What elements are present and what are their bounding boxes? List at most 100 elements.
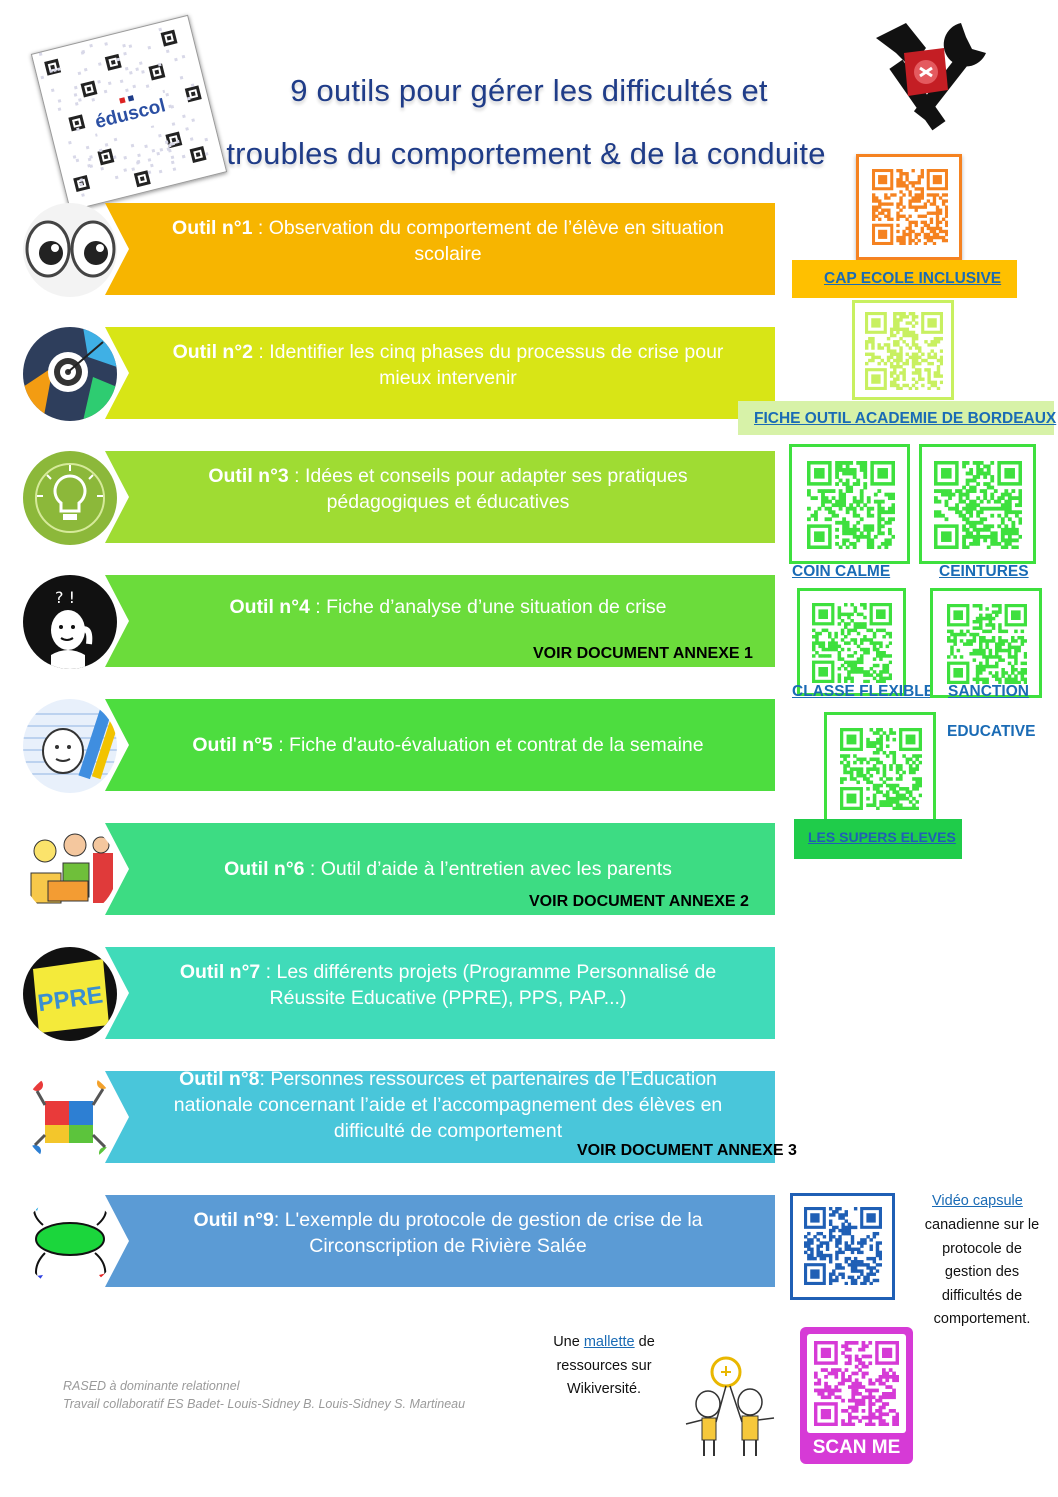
ceintures-qr-frame[interactable]: [919, 444, 1036, 564]
title-line-2: troubles du comportement & de la conduit…: [226, 136, 826, 171]
video-description-line-2: protocole de: [942, 1240, 1022, 1257]
tool-band-2: Outil n°2 : Identifier les cinq phases d…: [105, 327, 775, 419]
tool-band-5: Outil n°5 : Fiche d'auto-évaluation et c…: [105, 699, 775, 791]
puzzle-people-icon: [23, 1071, 117, 1165]
page-title-line-2: troubles du comportement & de la conduit…: [0, 136, 1055, 172]
tool-description-2: : Identifier les cinq phases du processu…: [252, 341, 724, 389]
ceintures-qr-code[interactable]: [934, 461, 1022, 549]
scan-me-label: SCAN ME: [812, 1437, 901, 1458]
children-lightbulb-icon: [685, 1356, 775, 1456]
tool-description-8: : Personnes ressources et partenaires de…: [173, 1068, 723, 1142]
tool-text-6: Outil n°6 : Outil d’aide à l’entretien a…: [224, 856, 672, 882]
tools-icon: [876, 23, 986, 131]
tool-band-4: Outil n°4 : Fiche d’analyse d’une situat…: [105, 575, 775, 667]
cap-ecole-qr-code[interactable]: [872, 169, 948, 245]
annex-3-link[interactable]: VOIR DOCUMENT ANNEXE 3: [577, 1142, 797, 1159]
supers-eleves-qr-frame[interactable]: [824, 712, 936, 824]
tool-band-1: Outil n°1 : Observation du comportement …: [105, 203, 775, 295]
bordeaux-link[interactable]: FICHE OUTIL ACADEMIE DE BORDEAUX: [754, 410, 1057, 427]
tool-description-5: : Fiche d'auto-évaluation et contrat de …: [272, 734, 704, 756]
tool-band-7: Outil n°7 : Les différents projets (Prog…: [105, 947, 775, 1039]
scan-me-qr-code[interactable]: [814, 1341, 899, 1426]
tool-text-9: Outil n°9: L'exemple du protocole de ges…: [149, 1207, 747, 1259]
tool-text-1: Outil n°1 : Observation du comportement …: [149, 215, 747, 267]
tool-description-3: : Idées et conseils pour adapter ses pra…: [288, 465, 688, 513]
video-description-line-4: difficultés de: [941, 1287, 1023, 1304]
tool-description-1: : Observation du comportement de l’élève…: [252, 217, 724, 265]
footer-line-2: Travail collaboratif ES Badet- Louis-Sid…: [63, 1397, 466, 1411]
ceintures-link[interactable]: CEINTURES: [939, 563, 1029, 580]
tool-description-4: : Fiche d’analyse d’une situation de cri…: [309, 596, 667, 618]
sanction-qr-frame[interactable]: [930, 588, 1042, 698]
page-title: 9 outils pour gérer les difficultés et: [0, 73, 1058, 109]
annex-1-link[interactable]: VOIR DOCUMENT ANNEXE 1: [533, 645, 753, 662]
tool-text-7: Outil n°7 : Les différents projets (Prog…: [149, 959, 747, 1011]
footer-credits: RASED à dominante relationnel Travail co…: [63, 1377, 465, 1413]
tool-band-6: Outil n°6 : Outil d’aide à l’entretien a…: [105, 823, 775, 915]
family-icon: [23, 823, 117, 917]
tool-text-8: Outil n°8: Personnes ressources et parte…: [149, 1068, 747, 1144]
tool-band-9: Outil n°9: L'exemple du protocole de ges…: [105, 1195, 775, 1287]
tool-label-4: Outil n°4: [229, 596, 310, 618]
eduscol-qr-pattern: [38, 27, 209, 197]
video-capsule-link[interactable]: Vidéo capsule: [932, 1193, 1023, 1209]
tool-text-4: Outil n°4 : Fiche d’analyse d’une situat…: [229, 594, 666, 620]
supers-eleves-link[interactable]: LES SUPERS ELEVES: [808, 829, 956, 845]
tool-description-9: : L'exemple du protocole de gestion de c…: [273, 1209, 703, 1257]
mallette-before: Une: [553, 1334, 584, 1350]
mallette-text: Une mallette de ressources sur Wikiversi…: [534, 1331, 674, 1402]
thinking-person-icon: ? !: [23, 575, 117, 669]
video-description-line-3: gestion des: [944, 1264, 1020, 1280]
video-qr-frame[interactable]: [790, 1193, 895, 1300]
cap-ecole-label-box: [792, 260, 1017, 298]
tool-text-2: Outil n°2 : Identifier les cinq phases d…: [149, 339, 747, 391]
eyes-icon: [23, 203, 117, 297]
mallette-line-2: ressources sur: [556, 1357, 652, 1374]
video-qr-code[interactable]: [804, 1207, 882, 1285]
supers-eleves-label-box: [794, 819, 962, 859]
annex-2-link[interactable]: VOIR DOCUMENT ANNEXE 2: [529, 893, 749, 910]
flow-diagram-icon: [23, 1195, 117, 1289]
video-description: canadienne sur le protocole de gestion des…: [912, 1214, 1052, 1332]
title-line-1: 9 outils pour gérer les difficultés et: [290, 73, 768, 108]
sanction-qr-code[interactable]: [947, 604, 1027, 684]
ppre-note-icon: PPRE: [23, 947, 117, 1041]
sanction-link-line-1[interactable]: SANCTION: [948, 683, 1029, 700]
tool-band-3: Outil n°3 : Idées et conseils pour adapt…: [105, 451, 775, 543]
cap-ecole-qr-frame[interactable]: [856, 154, 962, 260]
mallette-after: de: [634, 1334, 655, 1350]
tool-description-7: : Les différents projets (Programme Pers…: [260, 961, 717, 1009]
sanction-link-line-2[interactable]: EDUCATIVE: [947, 723, 1036, 740]
coin-calme-qr-frame[interactable]: [789, 444, 910, 564]
classe-flexible-qr-frame[interactable]: [797, 588, 906, 696]
tool-label-9: Outil n°9: [193, 1209, 274, 1231]
tool-label-6: Outil n°6: [224, 858, 305, 880]
bordeaux-qr-code[interactable]: [865, 312, 943, 390]
tool-label-2: Outil n°2: [172, 341, 253, 363]
tool-text-5: Outil n°5 : Fiche d'auto-évaluation et c…: [192, 732, 703, 758]
video-description-line-1: canadienne sur le: [924, 1217, 1040, 1233]
mallette-link[interactable]: mallette: [583, 1334, 635, 1350]
bordeaux-qr-frame[interactable]: [852, 300, 954, 400]
scan-me-qr-background: [807, 1334, 906, 1433]
coin-calme-qr-code[interactable]: [807, 461, 895, 549]
supers-eleves-qr-code[interactable]: [840, 728, 922, 810]
eduscol-qr-code: ■ ■ éduscol: [30, 14, 228, 212]
cap-ecole-link[interactable]: CAP ECOLE INCLUSIVE: [824, 270, 1002, 287]
mallette-line-3: Wikiversité.: [566, 1381, 642, 1397]
scan-me-qr-frame[interactable]: SCAN ME: [800, 1327, 913, 1464]
notebook-pencil-icon: [23, 699, 117, 793]
tool-label-5: Outil n°5: [192, 734, 273, 756]
footer-line-1: RASED à dominante relationnel: [63, 1379, 240, 1393]
tool-label-1: Outil n°1: [172, 217, 253, 239]
tool-band-8: Outil n°8: Personnes ressources et parte…: [105, 1071, 775, 1163]
tool-label-3: Outil n°3: [208, 465, 289, 487]
tool-label-8: Outil n°8: [179, 1068, 260, 1090]
target-puzzle-icon: [23, 327, 117, 421]
tool-description-6: : Outil d’aide à l’entretien avec les pa…: [304, 858, 672, 880]
bordeaux-label-box: [738, 401, 1054, 435]
question-exclamation-marks: ? !: [55, 588, 75, 607]
classe-flexible-link[interactable]: CLASSE FLEXIBLE: [792, 683, 935, 700]
classe-flexible-qr-code[interactable]: [812, 603, 892, 683]
coin-calme-link[interactable]: COIN CALME: [792, 563, 891, 580]
